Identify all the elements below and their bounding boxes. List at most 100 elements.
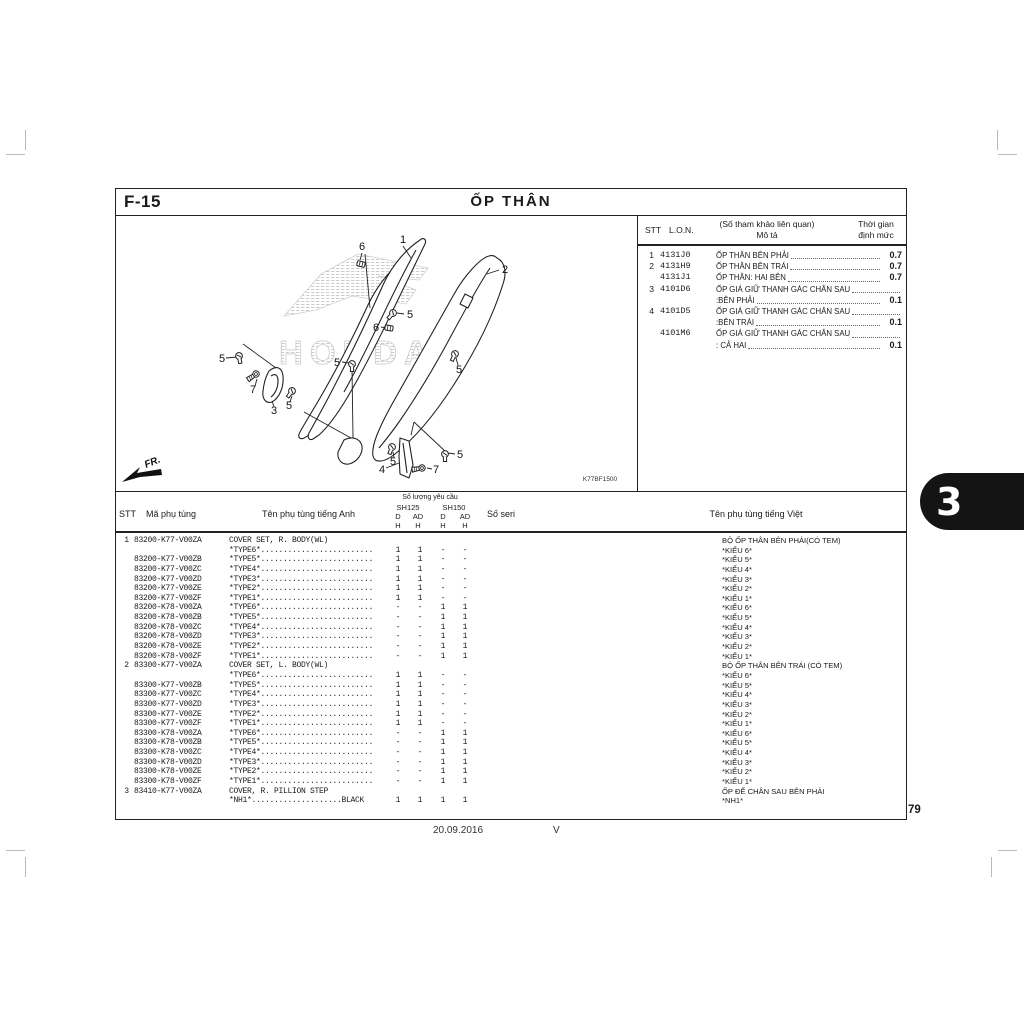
part-row-name-vi: *KIỂU 2* — [722, 767, 752, 777]
ref-col-stt: STT — [645, 225, 662, 235]
part-row-name-en: *TYPE5*......................... — [229, 555, 374, 565]
part-row-stt — [116, 758, 129, 768]
part-row-qty: 1 — [395, 690, 401, 700]
ref-row-code: 4131J1 — [660, 272, 691, 283]
callout-labels: 6 1 2 5 6 5 5 5 7 3 5 5 4 5 7 — [219, 234, 508, 476]
bracket-4 — [398, 437, 414, 479]
part-row-stt — [116, 546, 129, 556]
table-row: 83200-K78-V00ZF*TYPE1*..................… — [116, 652, 906, 662]
ref-col-desc-line1: (Số tham khảo liên quan) — [719, 219, 815, 229]
part-row-stt — [116, 729, 129, 739]
part-row-name-en: COVER SET, L. BODY(WL) — [229, 661, 329, 671]
part-row-number: 83200-K77-V00ZB — [134, 555, 202, 565]
part-row-qty: 1 — [417, 796, 423, 806]
part-row-qty: 1 — [440, 651, 446, 661]
part-row-qty: - — [440, 699, 446, 709]
parts-table-header: STT Mã phụ tùng Tên phụ tùng tiếng Anh S… — [116, 491, 906, 533]
ref-row-time: 0.7 — [889, 272, 902, 283]
part-row-name-en: *TYPE4*......................... — [229, 622, 374, 632]
part-row-qty: 1 — [440, 613, 446, 623]
ref-col-time-line2: định mức — [858, 230, 894, 240]
callout-5f: 5 — [390, 456, 396, 468]
catalog-page-frame: F-15 ỐP THÂN — [115, 188, 907, 820]
part-row-qty: - — [417, 613, 423, 623]
part-row-serial — [474, 729, 722, 739]
ref-row-time: 0.7 — [889, 250, 902, 260]
ref-row-time: 0.1 — [889, 317, 902, 328]
table-row: 83300-K77-V00ZF*TYPE1*..................… — [116, 719, 906, 729]
part-row-name-en: *TYPE5*......................... — [229, 680, 374, 690]
col-part-number: Mã phụ tùng — [146, 509, 197, 519]
part-row-name-vi: *KIỂU 6* — [722, 670, 752, 680]
part-row-name-vi: *KIỂU 1* — [722, 593, 752, 603]
part-row-serial — [474, 565, 722, 575]
part-row-qty — [386, 661, 410, 671]
part-row-qty: - — [440, 670, 446, 680]
part-row-number — [129, 796, 229, 806]
part-row-qty: - — [395, 651, 401, 661]
col-serial: Số seri — [486, 509, 515, 519]
part-row-qty: - — [417, 738, 423, 748]
table-row: 83300-K78-V00ZC*TYPE4*..................… — [116, 748, 906, 758]
ref-row-desc: ỐP THÂN BÊN PHẢI — [716, 251, 789, 260]
ref-row-desc2: : CẢ HAI — [716, 340, 747, 350]
part-row-serial — [474, 546, 722, 556]
part-row-qty: 1 — [462, 748, 468, 758]
part-row-qty: 1 — [395, 593, 401, 603]
part-row-stt — [116, 738, 129, 748]
ref-col-time: Thời gian định mức — [852, 219, 900, 241]
dot-leader — [787, 280, 880, 282]
part-row-qty: 1 — [395, 680, 401, 690]
part-row-qty: - — [440, 555, 446, 565]
chapter-tab[interactable]: 3 — [920, 473, 1024, 530]
part-row-qty: - — [440, 564, 446, 574]
part-row-serial — [474, 661, 722, 671]
part-row-serial — [474, 796, 722, 806]
part-row-number: 83300-K78-V00ZF — [134, 777, 202, 787]
crop-mark — [25, 857, 26, 877]
reference-table: STT L.O.N. (Số tham khảo liên quan) Mô t… — [638, 216, 906, 491]
part-row-qty: - — [440, 719, 446, 729]
part-row-qty: 1 — [417, 719, 423, 729]
part-row-qty: - — [462, 574, 468, 584]
part-row-number: 83410-K77-V00ZA — [134, 786, 202, 796]
part-row-number: 83200-K78-V00ZE — [134, 642, 202, 652]
part-row-number: 83300-K77-V00ZF — [134, 719, 202, 729]
part-row-serial — [474, 690, 722, 700]
part-row-number: 83300-K77-V00ZA — [134, 661, 202, 671]
part-row-stt — [116, 594, 129, 604]
reference-table-header: STT L.O.N. (Số tham khảo liên quan) Mô t… — [638, 216, 906, 246]
part-row-serial — [474, 700, 722, 710]
part-row-qty: 1 — [395, 796, 401, 806]
part-row-serial — [474, 623, 722, 633]
part-row-qty: - — [417, 767, 423, 777]
ref-row-desc: ỐP GIÁ GIỮ THANH GÁC CHÂN SAU — [716, 329, 851, 339]
ref-row-line1: ỐP THÂN BÊN PHẢI 0.7 — [716, 250, 902, 261]
table-row: 83200-K78-V00ZE*TYPE2*..................… — [116, 642, 906, 652]
part-row-name-en: *TYPE4*......................... — [229, 748, 374, 758]
part-row-number: 83200-K77-V00ZE — [134, 584, 202, 594]
ref-col-time-line1: Thời gian — [858, 219, 894, 229]
part-row-qty: 1 — [395, 555, 401, 565]
part-row-qty: - — [395, 728, 401, 738]
part-row-stt — [116, 623, 129, 633]
part-row-stt: 3 — [124, 786, 129, 796]
part-row-stt — [116, 748, 129, 758]
ref-row-stt: 4 — [649, 306, 654, 317]
section-code: F-15 — [124, 192, 161, 211]
part-row-qty: - — [440, 574, 446, 584]
part-row-qty: 1 — [440, 777, 446, 787]
